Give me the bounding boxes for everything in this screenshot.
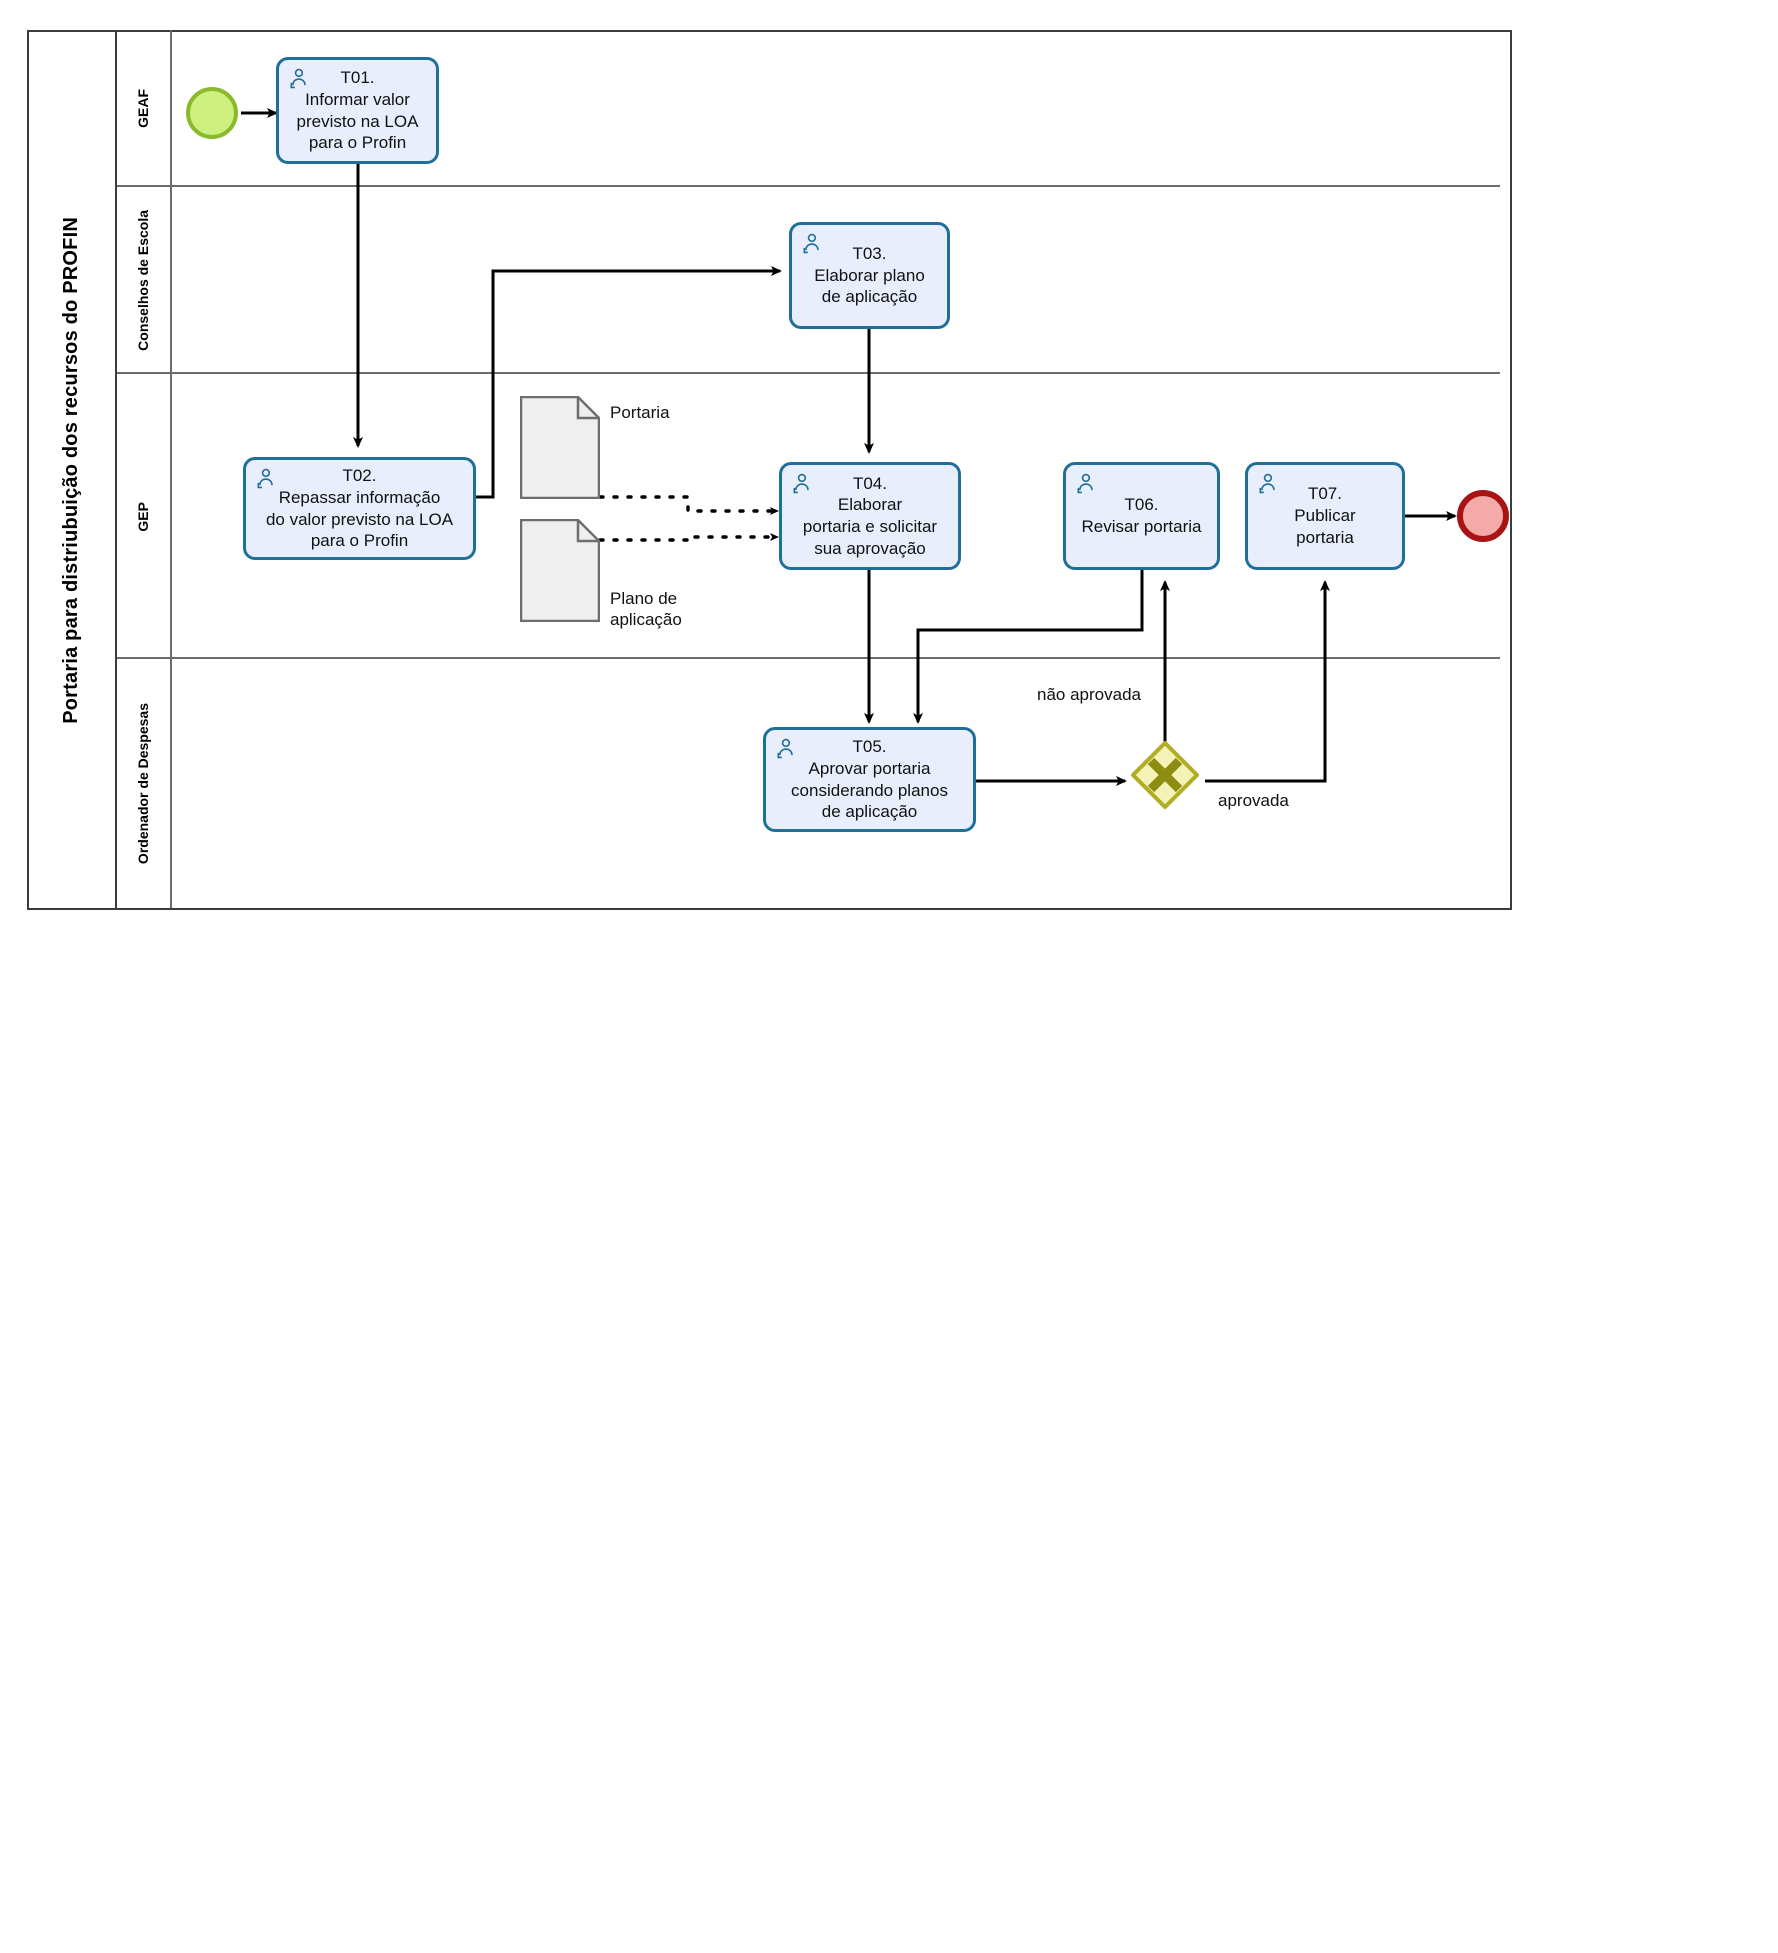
flow-label-aprovada: aprovada [1218, 791, 1289, 810]
user-task-icon [777, 738, 793, 759]
end-event[interactable] [1457, 490, 1509, 542]
user-task-icon [803, 233, 819, 254]
lane-header-ordenador: Ordenador de Despesas [117, 659, 172, 908]
task-t03[interactable]: T03. Elaborar plano de aplicação [789, 222, 950, 329]
user-task-icon [793, 473, 809, 494]
task-t01[interactable]: T01. Informar valor previsto na LOA para… [276, 57, 439, 164]
lane-header-conselhos: Conselhos de Escola [117, 187, 172, 374]
user-task-icon [1259, 473, 1275, 494]
pool-title-label: Portaria para distriubuição dos recursos… [59, 216, 82, 724]
lane-header-geaf: GEAF [117, 30, 172, 187]
task-t05-label: T05. Aprovar portaria considerando plano… [791, 737, 948, 822]
lane-header-gep: GEP [117, 374, 172, 659]
lane-geaf [117, 30, 1500, 187]
start-event[interactable] [186, 87, 238, 139]
exclusive-gateway[interactable] [1131, 741, 1199, 809]
task-t02[interactable]: T02. Repassar informação do valor previs… [243, 457, 476, 560]
user-task-icon [257, 468, 273, 489]
bizagi-watermark: Powered by bızagı Modeler [1248, 930, 1508, 1020]
task-t01-label: T01. Informar valor previsto na LOA para… [296, 68, 419, 153]
lane-label-conselhos: Conselhos de Escola [135, 210, 152, 351]
document-portaria[interactable] [520, 396, 600, 499]
task-t04-label: T04. Elaborar portaria e solicitar sua a… [802, 473, 938, 558]
flow-label-nao-aprovada: não aprovada [1037, 685, 1141, 704]
task-t04[interactable]: T04. Elaborar portaria e solicitar sua a… [779, 462, 961, 570]
bpmn-diagram-canvas: Portaria para distriubuição dos recursos… [27, 30, 1512, 1020]
lane-gep [117, 374, 1500, 659]
task-t05[interactable]: T05. Aprovar portaria considerando plano… [763, 727, 976, 832]
pool-title: Portaria para distriubuição dos recursos… [27, 30, 117, 910]
task-t06-label: T06. Revisar portaria [1081, 495, 1202, 536]
document-plano-aplicacao[interactable] [520, 519, 600, 622]
lane-label-ordenador: Ordenador de Despesas [135, 702, 152, 865]
task-t03-label: T03. Elaborar plano de aplicação [814, 243, 925, 307]
task-t07-label: T07. Publicar portaria [1294, 484, 1356, 547]
lane-label-gep: GEP [135, 501, 152, 532]
task-t02-label: T02. Repassar informação do valor previs… [265, 466, 454, 551]
lane-label-geaf: GEAF [135, 89, 152, 128]
lane-conselhos [117, 187, 1500, 374]
user-task-icon [290, 68, 306, 89]
document-portaria-label: Portaria [610, 403, 670, 422]
document-plano-aplicacao-label: Plano de aplicação [610, 589, 682, 630]
task-t06[interactable]: T06. Revisar portaria [1063, 462, 1220, 570]
task-t07[interactable]: T07. Publicar portaria [1245, 462, 1405, 570]
user-task-icon [1077, 473, 1093, 494]
